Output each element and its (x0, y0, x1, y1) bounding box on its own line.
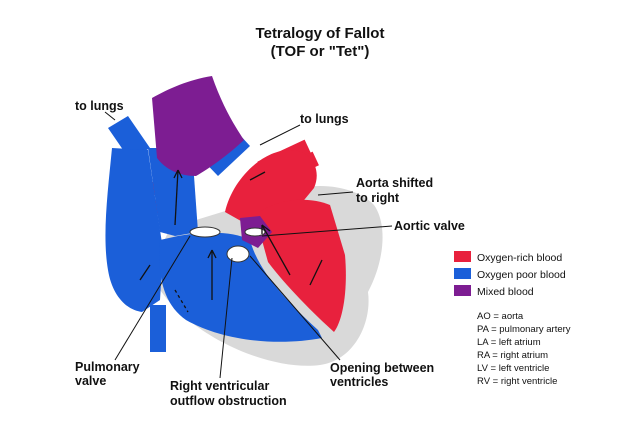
right-ventricle (159, 232, 322, 342)
legend-label-oxygen-poor: Oxygen poor blood (477, 269, 566, 281)
abbreviation-item: PA = pulmonary artery (477, 324, 571, 335)
label-pulmonary-line1: Pulmonary (75, 360, 140, 374)
flow-arrow (174, 169, 179, 226)
legend: Oxygen-rich blood Oxygen poor blood Mixe… (454, 251, 566, 298)
arrowhead (261, 224, 271, 234)
mixed-atrial-region (152, 76, 244, 176)
leader-line-to-lungs-right (259, 124, 301, 146)
diagram-subtitle: (TOF or "Tet") (271, 43, 370, 60)
diagram-title: Tetralogy of Fallot (256, 25, 385, 42)
abbreviation-item: LA = left atrium (477, 337, 541, 348)
leader-line-pulmonary-valve (114, 235, 191, 361)
label-aorta-line1: Aorta shifted (356, 176, 433, 190)
leader-line-to-lungs-left (104, 111, 116, 121)
abbreviation-list: AO = aorta PA = pulmonary artery LA = le… (477, 311, 571, 387)
label-rv-obstruction-line1: Right ventricular (170, 379, 269, 393)
flow-arrow (174, 289, 189, 313)
leader-line-rv-obstruction (219, 257, 233, 379)
abbreviation-item: RA = right atrium (477, 350, 548, 361)
leader-line-opening (249, 255, 341, 361)
arrowhead (173, 169, 183, 179)
abbreviation-item: LV = left ventricle (477, 363, 549, 374)
legend-swatch-mixed (454, 285, 471, 296)
abbreviation-item: AO = aorta (477, 311, 524, 322)
arrowhead (207, 249, 217, 259)
aortic-valve-shape (244, 227, 266, 237)
pulmonary-artery-left (108, 116, 150, 160)
label-to-lungs-left: to lungs (75, 99, 124, 113)
flow-arrow (249, 171, 266, 181)
legend-label-oxygen-rich: Oxygen-rich blood (477, 252, 562, 264)
label-to-lungs-right: to lungs (300, 112, 349, 126)
flow-arrow (139, 264, 151, 281)
label-opening-line1: Opening between (330, 361, 434, 375)
legend-swatch-oxygen-rich (454, 251, 471, 262)
legend-swatch-oxygen-poor (454, 268, 471, 279)
left-ventricle (255, 199, 346, 332)
label-opening-line2: ventricles (330, 375, 388, 389)
right-atrium (105, 148, 163, 312)
inferior-vena-cava (150, 305, 166, 352)
leader-line-aorta (317, 191, 354, 196)
mixed-blood-regions (152, 76, 272, 248)
label-rv-obstruction-line2: outflow obstruction (170, 394, 287, 408)
flow-arrows (139, 169, 323, 313)
leader-lines (104, 111, 393, 379)
legend-label-mixed: Mixed blood (477, 286, 534, 298)
label-aorta-line2: to right (356, 191, 400, 205)
pulmonary-valve-shape (189, 226, 221, 238)
abbreviation-item: RV = right ventricle (477, 376, 557, 387)
leader-line-aortic-valve (261, 225, 393, 237)
label-aortic-valve: Aortic valve (394, 219, 465, 233)
flow-arrow (309, 259, 323, 286)
flow-arrow (261, 224, 291, 276)
ventricular-septal-defect (226, 245, 250, 263)
label-pulmonary-line2: valve (75, 374, 106, 388)
